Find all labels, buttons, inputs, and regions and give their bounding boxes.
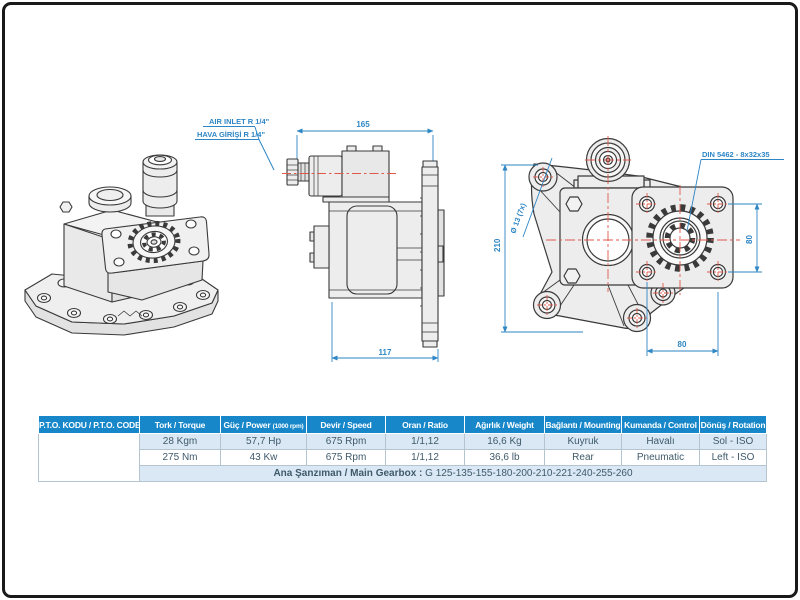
col-header-torque: Tork / Torque: [139, 415, 221, 434]
din-spline-callout: DIN 5462 - 8x32x35: [686, 150, 784, 232]
cell-speed-metric: 675 Rpm: [306, 433, 386, 450]
dimension-117: [331, 302, 439, 362]
dimension-165: [296, 128, 434, 164]
col-header-pto-code: P.T.O. KODU / P.T.O. CODE: [38, 415, 140, 434]
hole-note-leader: [522, 157, 553, 238]
dimension-80-bottom: [646, 282, 719, 356]
cell-mounting-en: Rear: [544, 449, 622, 466]
table-row-metric: 28 Kgm 57,7 Hp 675 Rpm 1/1,12 16,6 Kg Ku…: [38, 433, 767, 482]
cell-torque-metric: 28 Kgm: [139, 433, 221, 450]
pto-code-cell: [38, 433, 140, 482]
cell-weight-imp: 36,6 lb: [464, 449, 545, 466]
cell-torque-imp: 275 Nm: [139, 449, 221, 466]
hole-note-text: Ø 13 (7x): [508, 201, 527, 234]
gearbox-compatibility-cell: Ana Şanzıman / Main Gearbox : G 125-135-…: [139, 465, 767, 482]
hole-centermarks: [533, 167, 729, 328]
cell-ratio-metric: 1/1,12: [385, 433, 465, 450]
col-header-control: Kumanda / Control: [621, 415, 700, 434]
dim-80-bottom-text: 80: [678, 340, 687, 349]
dim-165-text: 165: [356, 120, 370, 129]
col-header-speed: Devir / Speed: [306, 415, 386, 434]
mounting-lobes: [528, 162, 676, 333]
front-view-drawing: 210 Ø 13 (7x) DIN 5462 - 8x32x35 80 80: [488, 130, 793, 395]
dim-117-text: 117: [379, 348, 392, 357]
side-pto-body: [286, 145, 445, 348]
cell-control-tr: Havalı: [621, 433, 700, 450]
cell-speed-imp: 675 Rpm: [306, 449, 386, 466]
cell-rotation-tr: Sol - ISO: [699, 433, 767, 450]
air-inlet-label-en: AIR INLET R 1/4": [209, 117, 270, 126]
table-header-row: P.T.O. KODU / P.T.O. CODE Tork / Torque …: [38, 415, 767, 434]
air-inlet-label-tr: HAVA GİRİŞİ R 1/4": [197, 130, 265, 139]
cell-weight-metric: 16,6 Kg: [464, 433, 545, 450]
col-header-mounting: Bağlantı / Mounting: [544, 415, 622, 434]
iso-pto-unit: [24, 154, 219, 336]
cell-control-en: Pneumatic: [621, 449, 700, 466]
table-footer-row: Ana Şanzıman / Main Gearbox : G 125-135-…: [39, 465, 767, 482]
spec-table: P.T.O. KODU / P.T.O. CODE Tork / Torque …: [38, 415, 767, 482]
gearbox-value: G 125-135-155-180-200-210-221-240-255-26…: [425, 468, 633, 479]
cell-rotation-en: Left - ISO: [699, 449, 767, 466]
cell-ratio-imp: 1/1,12: [385, 449, 465, 466]
cell-mounting-tr: Kuyruk: [544, 433, 622, 450]
dim-210-text: 210: [493, 238, 502, 252]
iso-view-drawing: [22, 140, 242, 352]
dimension-80-right: [728, 203, 762, 273]
air-inlet-callout: AIR INLET R 1/4" HAVA GİRİŞİ R 1/4": [195, 117, 275, 171]
dimension-210: [501, 164, 583, 333]
front-housing: [528, 137, 734, 333]
cell-power-metric: 57,7 Hp: [220, 433, 307, 450]
dim-80-right-text: 80: [745, 235, 754, 244]
side-view-drawing: AIR INLET R 1/4" HAVA GİRİŞİ R 1/4" 165: [195, 110, 470, 370]
gearbox-label: Ana Şanzıman / Main Gearbox :: [273, 468, 423, 479]
centerlines: [546, 136, 740, 295]
col-header-ratio: Oran / Ratio: [385, 415, 465, 434]
spline-bore: [664, 222, 696, 254]
col-header-rotation: Dönüş / Rotation: [699, 415, 767, 434]
col-header-power: Güç / Power (1000 rpm): [220, 415, 307, 434]
col-header-weight: Ağırlık / Weight: [464, 415, 545, 434]
din-spline-text: DIN 5462 - 8x32x35: [702, 150, 770, 159]
cell-power-imp: 43 Kw: [220, 449, 307, 466]
table-row-imperial: 275 Nm 43 Kw 675 Rpm 1/1,12 36,6 lb Rear…: [39, 449, 767, 466]
